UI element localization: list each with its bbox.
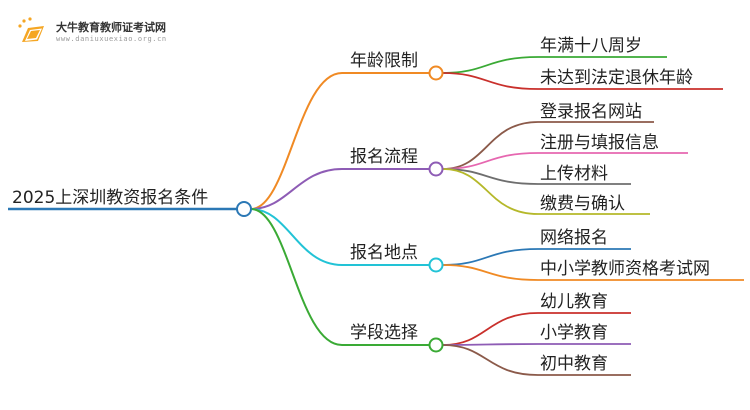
edge-branch-4-leaf-1 — [442, 312, 539, 346]
leaf-label-3-2: 中小学教师资格考试网 — [540, 259, 710, 279]
leaf-label-1-1: 年满十八周岁 — [540, 36, 642, 56]
edge-branch-1-leaf-2 — [442, 72, 539, 90]
edge-branch-3-leaf-2 — [442, 264, 539, 281]
book-icon — [18, 17, 44, 42]
brand-name: 大牛教育教师证考试网 — [56, 21, 166, 34]
branch-label-2: 报名流程 — [350, 147, 418, 167]
brand-logo: 大牛教育教师证考试网 www.daniuxuexiao.org.cn — [14, 14, 167, 50]
edge-branch-3-leaf-1 — [442, 248, 539, 266]
edge-branch-4-leaf-3 — [442, 344, 539, 376]
leaf-label-2-1: 登录报名网站 — [540, 102, 642, 122]
root-label: 2025上深圳教资报名条件 — [12, 188, 208, 208]
leaf-label-2-2: 注册与填报信息 — [540, 133, 659, 153]
leaf-label-1-2: 未达到法定退休年龄 — [540, 68, 693, 88]
branch-node-2 — [428, 161, 444, 177]
leaf-label-2-4: 缴费与确认 — [540, 194, 625, 214]
leaf-label-4-1: 幼儿教育 — [540, 292, 608, 312]
brand-url: www.daniuxuexiao.org.cn — [56, 35, 167, 43]
edge-root-branch-1 — [250, 72, 343, 210]
branch-label-1: 年龄限制 — [350, 51, 418, 71]
branch-node-1 — [428, 65, 444, 81]
leaf-label-4-3: 初中教育 — [540, 354, 608, 374]
edge-branch-1-leaf-1 — [442, 56, 539, 74]
edge-branch-4-leaf-2 — [442, 343, 539, 346]
edge-branch-2-leaf-2 — [442, 152, 539, 170]
leaf-label-4-2: 小学教育 — [540, 323, 608, 343]
branch-label-3: 报名地点 — [350, 243, 418, 263]
edge-root-branch-4 — [250, 208, 343, 346]
branch-label-4: 学段选择 — [350, 323, 418, 343]
branch-node-3 — [428, 257, 444, 273]
root-node — [236, 201, 252, 217]
leaf-label-3-1: 网络报名 — [540, 228, 608, 248]
edge-branch-2-leaf-1 — [442, 121, 539, 170]
edge-root-branch-2 — [250, 168, 343, 210]
edge-root-branch-3 — [250, 208, 343, 266]
leaf-label-2-3: 上传材料 — [540, 164, 608, 184]
branch-node-4 — [428, 337, 444, 353]
edge-branch-2-leaf-4 — [442, 168, 539, 215]
